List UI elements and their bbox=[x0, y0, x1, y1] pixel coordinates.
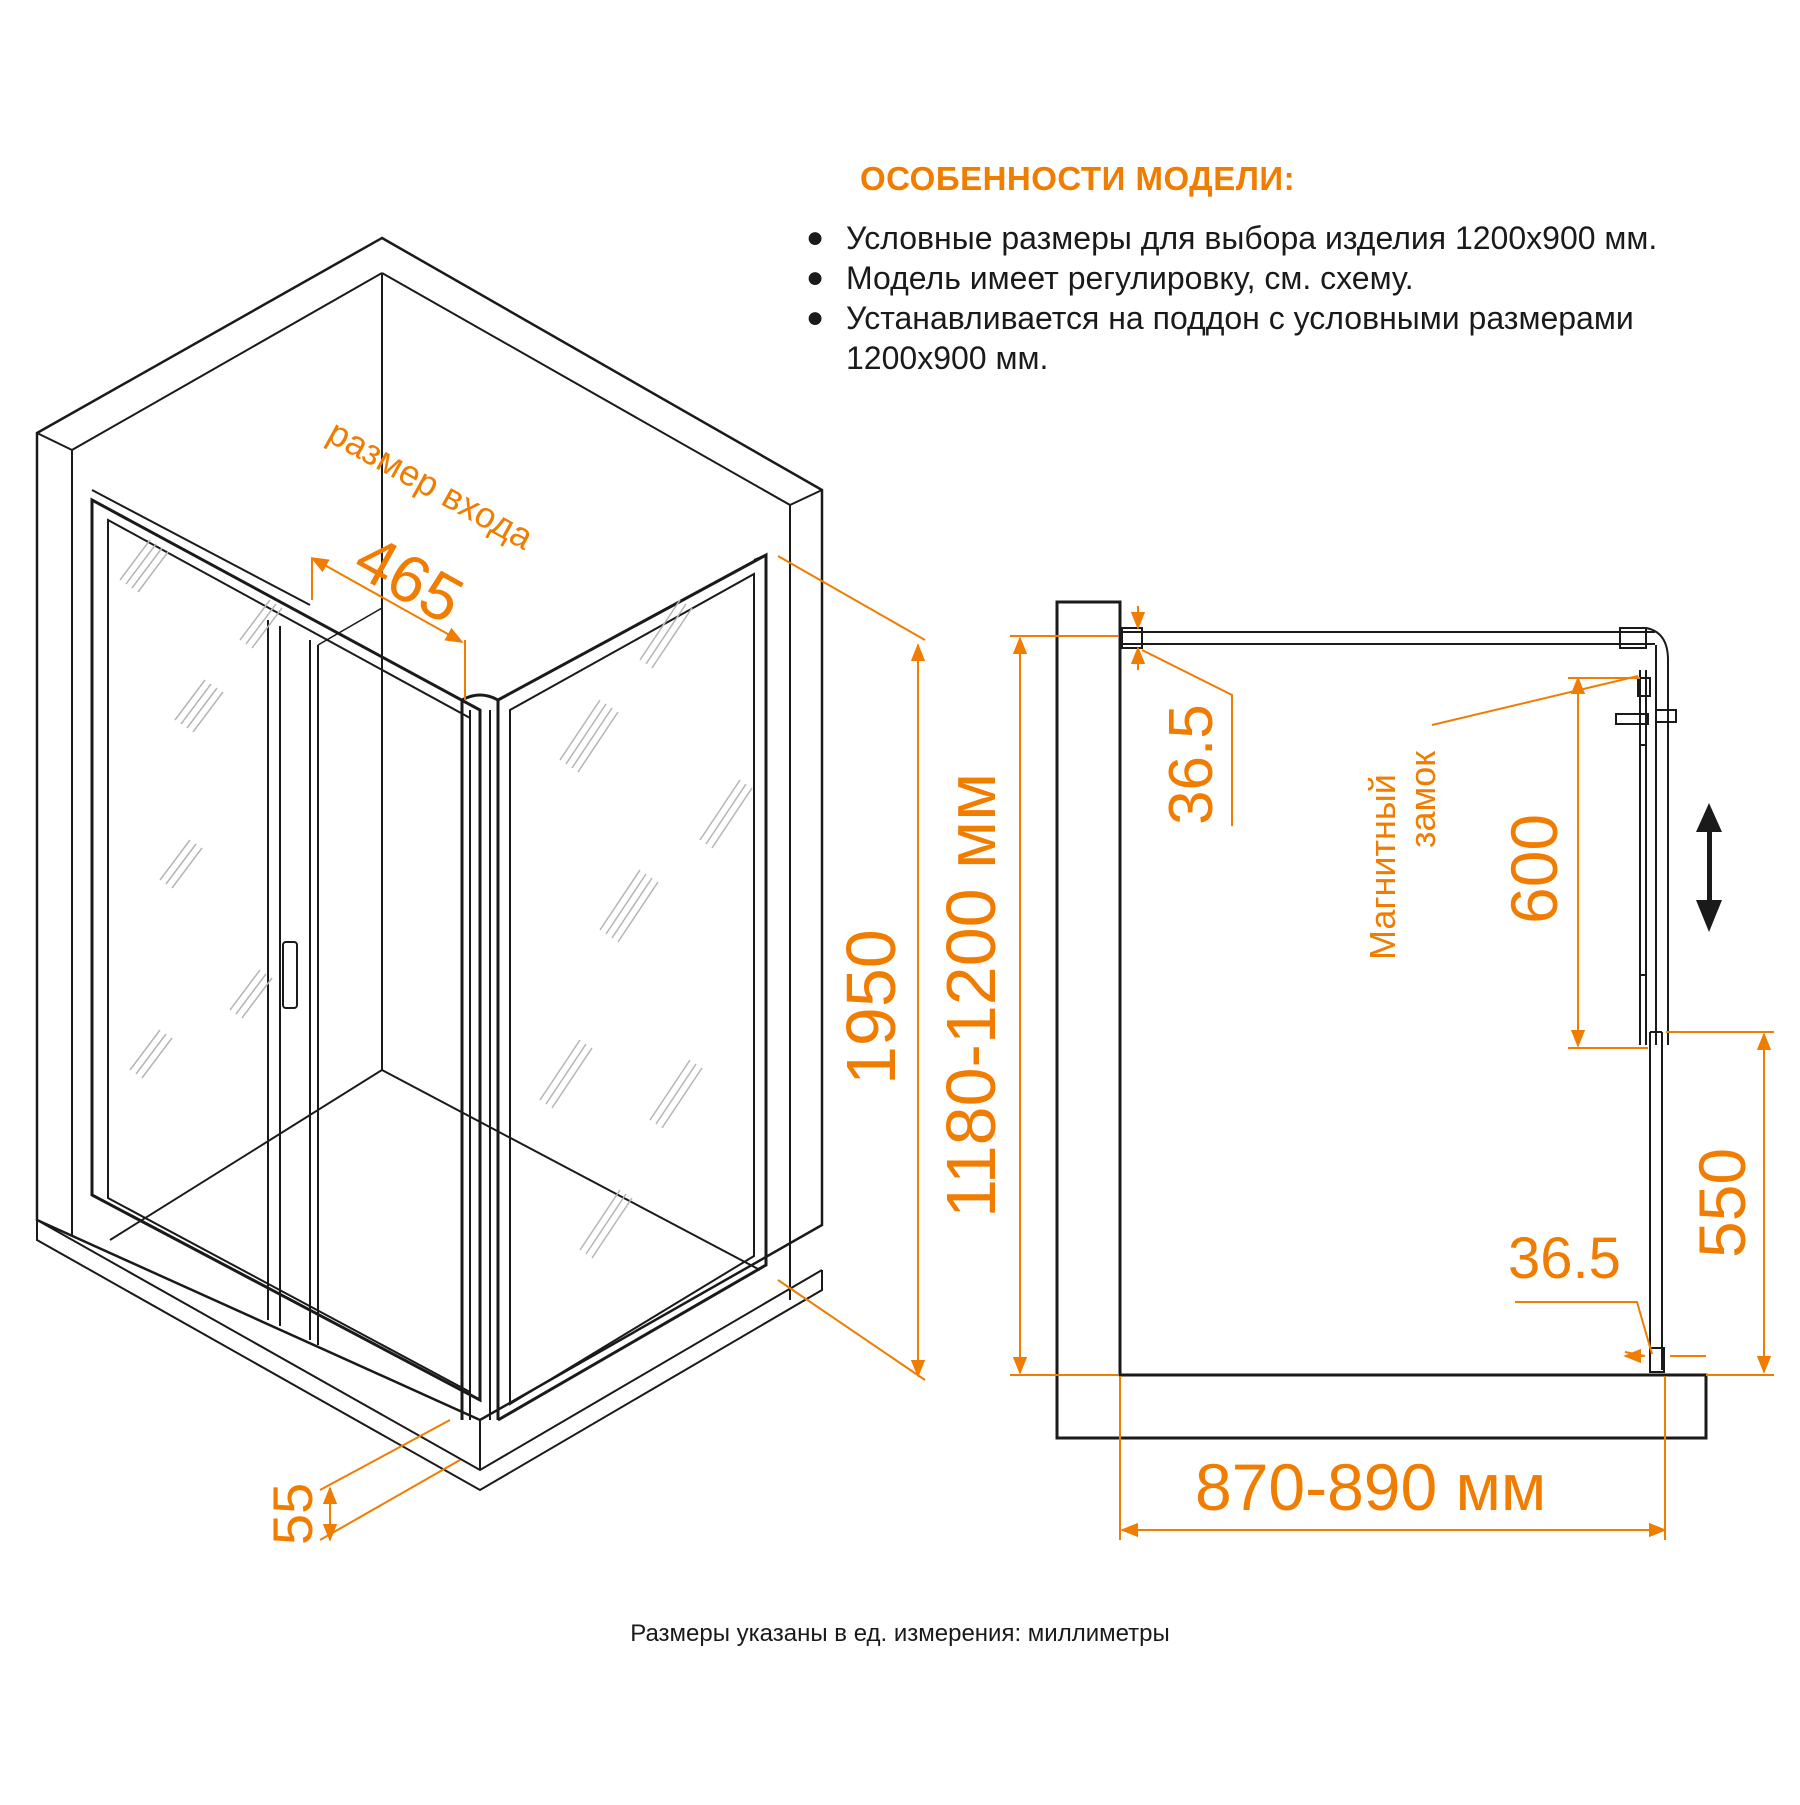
double-arrow-vertical-icon bbox=[1696, 803, 1722, 932]
units-footnote: Размеры указаны в ед. измерения: миллиме… bbox=[630, 1620, 1170, 1647]
feature-item: ●Устанавливается на поддон с условными р… bbox=[806, 300, 1634, 376]
lock-label-line2: замок bbox=[1402, 751, 1443, 848]
bullet-icon: ● bbox=[806, 261, 825, 294]
features-list: ●Условные размеры для выбора изделия 120… bbox=[800, 218, 1780, 378]
wall-profile bbox=[1055, 600, 1708, 1440]
front-frame bbox=[90, 497, 482, 1403]
height-value: 1950 bbox=[832, 929, 910, 1085]
top-rail bbox=[91, 489, 767, 711]
back-wall-outline bbox=[35, 236, 824, 1422]
perspective-dimensions bbox=[310, 555, 926, 1542]
feature-item: ●Модель имеет регулировку, см. схему. bbox=[806, 260, 1414, 296]
glass-pattern bbox=[119, 539, 753, 1259]
bullet-icon: ● bbox=[806, 301, 825, 334]
top-offset-value: 36.5 bbox=[1157, 704, 1226, 825]
bullet-icon: ● bbox=[806, 221, 825, 254]
lower-height-value: 550 bbox=[1685, 1148, 1759, 1258]
door-handle bbox=[282, 941, 298, 1009]
side-frame bbox=[497, 552, 768, 1422]
width-range-value: 1180-1200 мм bbox=[932, 773, 1010, 1218]
shower-tray bbox=[36, 1219, 823, 1492]
magnetic-lock bbox=[1637, 677, 1651, 697]
tray-offset-value: 55 bbox=[261, 1483, 324, 1545]
bottom-bracket bbox=[1649, 1347, 1665, 1373]
entrance-dim-line bbox=[310, 557, 464, 643]
features-title: ОСОБЕННОСТИ МОДЕЛИ: bbox=[860, 160, 1296, 197]
lock-height-value: 600 bbox=[1497, 814, 1571, 924]
floor-edge bbox=[109, 1069, 761, 1271]
depth-range-value: 870-890 мм bbox=[1195, 1450, 1546, 1524]
entrance-label: размер входа bbox=[321, 411, 541, 558]
side-dimensions bbox=[1010, 606, 1774, 1540]
side-view bbox=[1055, 600, 1708, 1440]
feature-item: ●Условные размеры для выбора изделия 120… bbox=[806, 220, 1658, 256]
bottom-offset-value: 36.5 bbox=[1508, 1226, 1621, 1291]
perspective-view bbox=[35, 236, 824, 1492]
entrance-width-value: 465 bbox=[343, 520, 475, 638]
lock-label-line1: Магнитный bbox=[1362, 774, 1403, 960]
